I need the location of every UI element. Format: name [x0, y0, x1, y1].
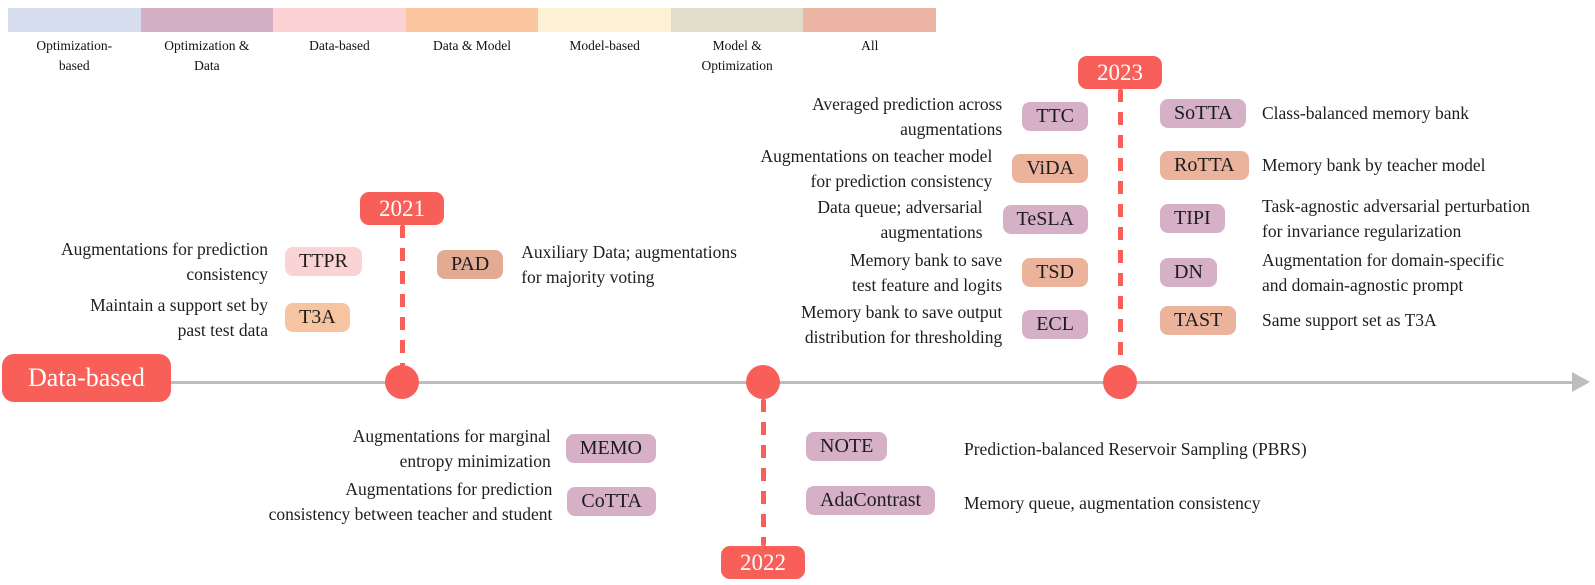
method-row-dn: DN Augmentation for domain-specific and …	[1160, 248, 1595, 298]
method-description: Prediction-balanced Reservoir Sampling (…	[964, 439, 1307, 459]
legend-bar	[8, 8, 937, 32]
method-description: Task-agnostic adversarial perturbation f…	[1262, 196, 1530, 241]
method-row-sotta: SoTTA Class-balanced memory bank	[1160, 99, 1595, 128]
method-description: Class-balanced memory bank	[1262, 103, 1470, 124]
method-badge-note: NOTE	[806, 432, 888, 461]
method-row-vida: Augmentations on teacher model for predi…	[662, 144, 1088, 194]
method-badge-tesla: TeSLA	[1002, 205, 1088, 235]
legend-swatch-optimization-and-data	[140, 8, 274, 32]
method-row-tast: TAST Same support set as T3A	[1160, 306, 1595, 335]
method-row-ttpr: Augmentations for prediction consistency…	[6, 237, 362, 287]
legend-label: Data & Model	[433, 38, 512, 53]
legend-swatch-model-based	[538, 8, 671, 32]
method-badge-vida: ViDA	[1012, 154, 1088, 184]
method-row-rotta: RoTTA Memory bank by teacher model	[1160, 151, 1595, 180]
method-description: Averaged prediction across augmentations	[812, 94, 1003, 139]
legend-label: Model & Optimization	[701, 38, 773, 74]
year-dashline-2023	[1118, 89, 1123, 366]
legend-swatch-optimization-based	[8, 8, 141, 32]
method-badge-adacontrast: AdaContrast	[806, 486, 936, 515]
legend-label: Model-based	[569, 38, 640, 53]
year-dashline-2021	[400, 225, 405, 366]
method-description: Memory bank to save test feature and log…	[850, 250, 1003, 295]
method-row-t3a: Maintain a support set by past test data…	[6, 293, 350, 343]
legend-label: Data-based	[309, 38, 370, 53]
method-description: Auxiliary Data; augmentations for majori…	[521, 242, 737, 287]
method-badge-memo: MEMO	[565, 434, 656, 464]
year-badge-2023: 2023	[1078, 56, 1162, 89]
method-badge-tipi: TIPI	[1160, 204, 1225, 234]
method-description: Maintain a support set by past test data	[90, 295, 268, 340]
legend-label: Optimization & Data	[164, 38, 250, 74]
legend-labels: Optimization- based Optimization & Data …	[8, 36, 936, 77]
method-description: Augmentation for domain-specific and dom…	[1262, 250, 1505, 295]
method-badge-tsd: TSD	[1022, 258, 1088, 288]
method-badge-cotta: CoTTA	[567, 487, 656, 517]
legend-swatch-data-based	[273, 8, 406, 32]
method-row-cotta: Augmentations for prediction consistency…	[207, 477, 656, 527]
timeline-axis	[100, 381, 1577, 384]
year-dot-2021	[385, 365, 419, 399]
legend-swatch-data-and-model	[405, 8, 539, 32]
method-row-tipi: TIPI Task-agnostic adversarial perturbat…	[1160, 194, 1595, 244]
method-description: Augmentations on teacher model for predi…	[760, 146, 993, 191]
method-badge-pad: PAD	[437, 250, 504, 280]
year-dot-2022	[746, 365, 780, 399]
category-badge-data-based: Data-based	[2, 354, 171, 402]
year-dot-2023	[1103, 365, 1137, 399]
method-badge-tast: TAST	[1160, 306, 1237, 335]
year-badge-2021: 2021	[360, 192, 444, 225]
method-description: Augmentations for marginal entropy minim…	[352, 426, 551, 471]
method-description: Memory queue, augmentation consistency	[964, 493, 1261, 513]
method-badge-rotta: RoTTA	[1160, 151, 1249, 180]
year-badge-2022: 2022	[721, 546, 805, 579]
method-row-ecl: Memory bank to save output distribution …	[672, 300, 1088, 350]
method-row-ttc: Averaged prediction across augmentations…	[672, 92, 1088, 142]
method-description: Augmentations for prediction consistency…	[268, 479, 553, 524]
method-row-tesla: Data queue; adversarial augmentations Te…	[653, 195, 1088, 245]
legend-swatch-model-and-optimization	[670, 8, 804, 32]
legend-label: Optimization- based	[36, 38, 113, 74]
arrowhead-icon	[1572, 372, 1590, 392]
legend-swatch-all	[803, 8, 937, 32]
method-badge-ttc: TTC	[1022, 102, 1088, 132]
method-row-memo: Augmentations for marginal entropy minim…	[206, 424, 656, 474]
method-description: Memory bank by teacher model	[1262, 155, 1486, 176]
method-badge-sotta: SoTTA	[1160, 99, 1247, 128]
method-description: Data queue; adversarial augmentations	[817, 197, 983, 242]
legend-label: All	[861, 38, 879, 53]
method-row-pad: PAD Auxiliary Data; augmentations for ma…	[437, 240, 806, 290]
method-badge-ecl: ECL	[1022, 310, 1088, 340]
method-description: Same support set as T3A	[1262, 310, 1437, 331]
method-badge-t3a: T3A	[285, 303, 350, 333]
method-description: Augmentations for prediction consistency	[60, 239, 268, 284]
method-badge-dn: DN	[1160, 258, 1217, 288]
method-badge-ttpr: TTPR	[285, 247, 362, 277]
method-row-tsd: Memory bank to save test feature and log…	[672, 248, 1088, 298]
year-dashline-2022	[761, 399, 766, 546]
method-description: Memory bank to save output distribution …	[801, 302, 1003, 347]
